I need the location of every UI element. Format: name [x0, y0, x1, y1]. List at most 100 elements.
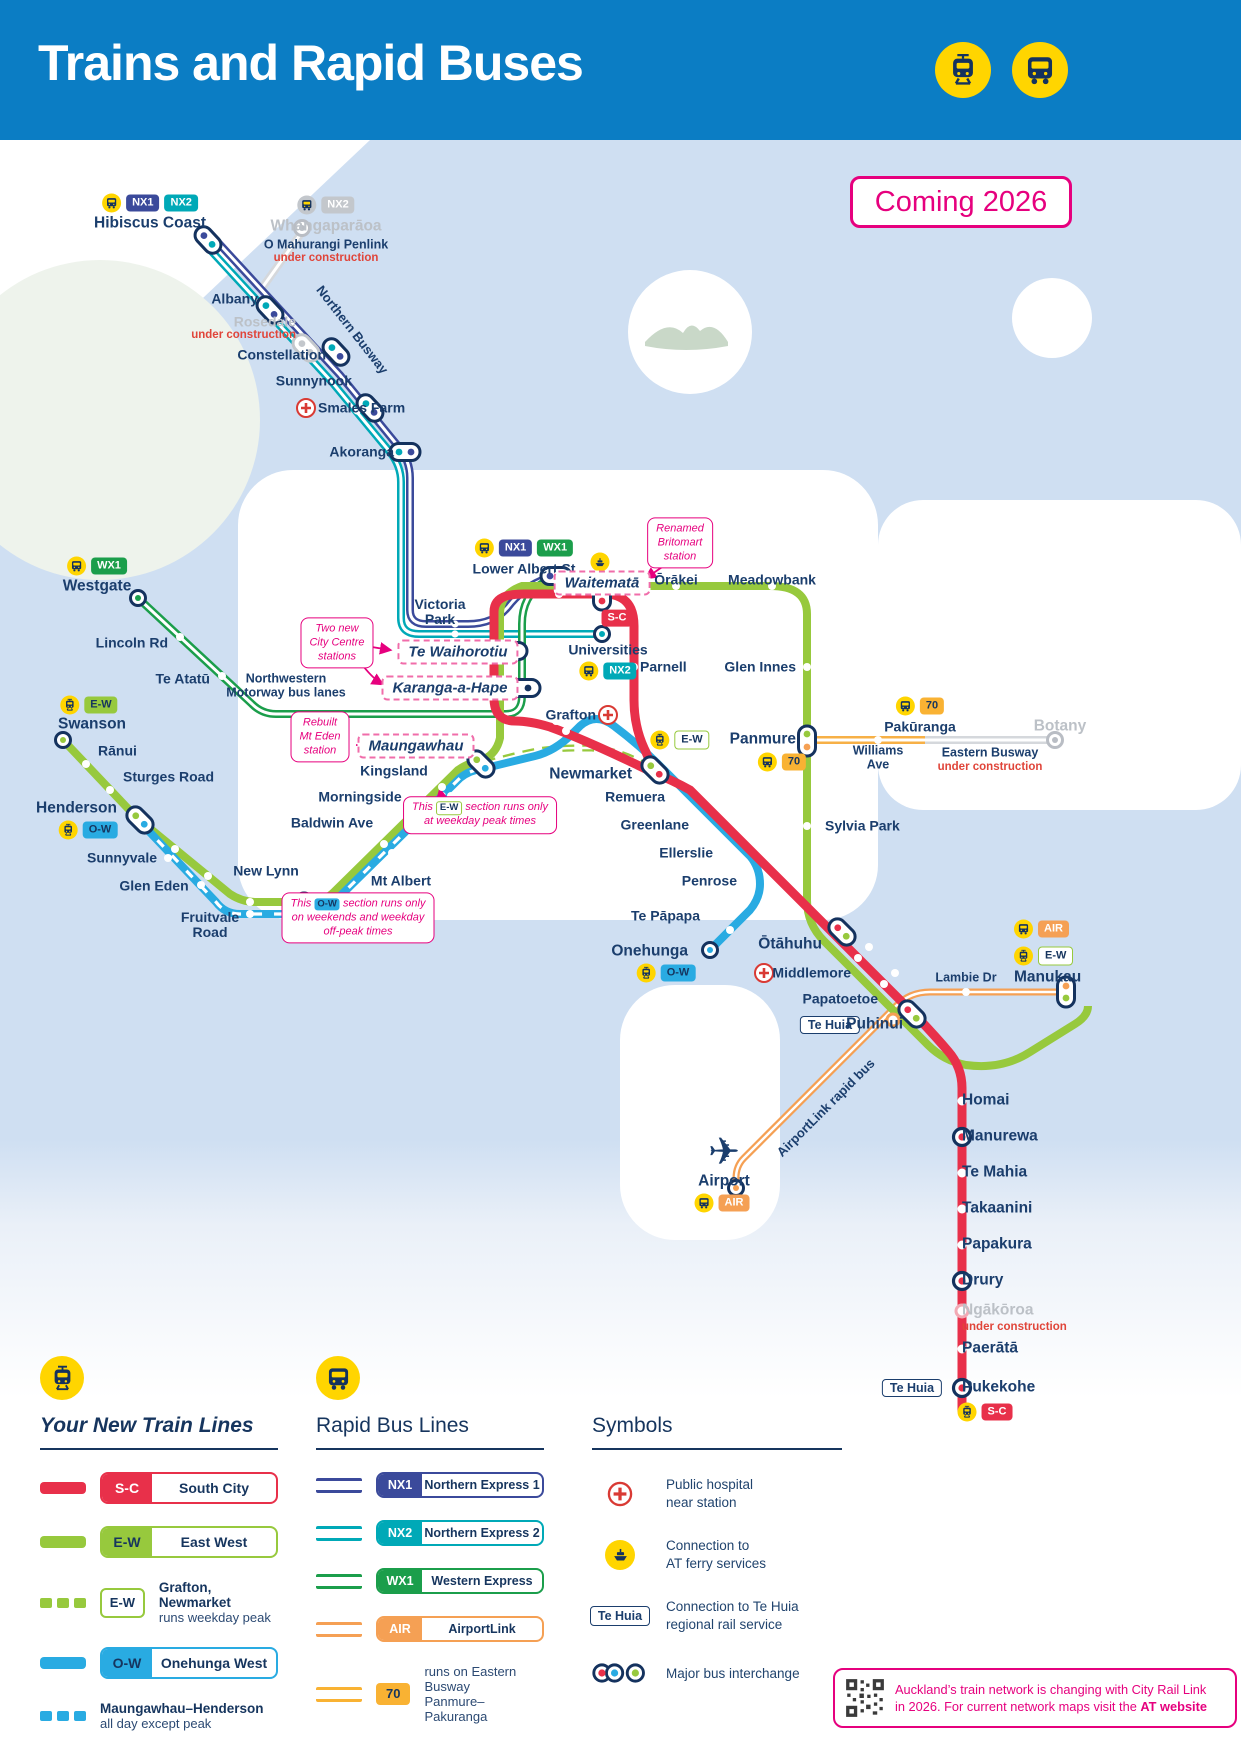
- station-universities: Universities: [568, 641, 648, 658]
- puhinui-te-huia: Te Huia: [799, 1016, 861, 1034]
- route-badge-nx1: NX1: [498, 539, 533, 557]
- rosedale-status: under construction: [191, 328, 296, 341]
- train-icon: [957, 1402, 977, 1422]
- station-greenlane: Greenlane: [620, 816, 689, 833]
- divider: [40, 1448, 278, 1450]
- bus-icon: [579, 661, 599, 681]
- sc-line-badge: S-C: [601, 609, 633, 627]
- station-glen-eden: Glen Eden: [119, 877, 189, 894]
- train-icon: [58, 820, 78, 840]
- footer-note: Auckland’s train network is changing wit…: [833, 1668, 1237, 1728]
- station-maungawhau: Maungawhau: [357, 733, 475, 759]
- station-manurewa: Manurewa: [962, 1127, 1038, 1145]
- route-badge-air: AIR: [718, 1194, 750, 1212]
- pukekohe-services: S-C: [957, 1402, 1013, 1422]
- station-mt-albert: Mt Albert: [370, 872, 432, 889]
- station-constellation: Constellation: [237, 346, 326, 363]
- at-website-link[interactable]: AT website: [1140, 1699, 1207, 1714]
- route-badge-s-c: S-C: [981, 1403, 1013, 1421]
- station-meadowbank: Meadowbank: [728, 571, 816, 588]
- line-sc-south: [650, 767, 967, 1412]
- route-badge-70: 70: [376, 1682, 411, 1706]
- station-papakura: Papakura: [962, 1235, 1032, 1253]
- line-swatch: [316, 1525, 362, 1541]
- te-huia-badge: Te Huia: [589, 1605, 651, 1626]
- penlink-status: under construction: [273, 251, 379, 264]
- station-te-waihorotiu: Te Waihorotiu: [397, 639, 519, 665]
- station-parnell: Parnell: [640, 658, 687, 675]
- airport-plane-icon: ✈: [708, 1131, 740, 1174]
- footer-line2: in 2026. For current network maps visit …: [895, 1699, 1141, 1714]
- route-badge-e-w: E-W: [84, 696, 118, 714]
- rangitoto-island: [645, 325, 728, 350]
- route-badge-e-w: E-W: [674, 730, 710, 750]
- line-swatch: [316, 1573, 362, 1589]
- divider: [592, 1448, 842, 1450]
- station-henderson: Henderson: [36, 799, 117, 817]
- station-drury: Drury: [962, 1271, 1004, 1289]
- station-middlemore: Middlemore: [772, 964, 851, 981]
- line-swatch: [40, 1657, 86, 1669]
- station-sturges-road: Sturges Road: [123, 768, 215, 785]
- manukau-train-services: E-W: [1014, 946, 1074, 966]
- route-badge-nx1: NX1: [126, 194, 160, 212]
- route-badge-70: 70: [781, 753, 807, 771]
- henderson-services: O-W: [58, 820, 118, 840]
- station-airport: Airport: [698, 1172, 750, 1190]
- ferry-icon: [590, 552, 610, 572]
- station-ranui: Rānui: [98, 742, 137, 759]
- route-badge-o-w: O-W: [660, 964, 696, 982]
- station-lincoln-rd: Lincoln Rd: [95, 634, 168, 651]
- tehuia-symbol: Te Huia: [589, 1605, 651, 1626]
- decor-east-blob2: [878, 500, 1241, 810]
- bus-legend-title: Rapid Bus Lines: [316, 1414, 469, 1437]
- train-icon: [636, 963, 656, 983]
- station-karanga-a-hape: Karanga-a-Hape: [381, 675, 519, 701]
- station-sunnyvale: Sunnyvale: [86, 849, 158, 866]
- station-albany: Albany: [211, 290, 258, 307]
- symbol-text: Major bus interchange: [666, 1665, 800, 1681]
- interchange-symbol: [592, 1659, 648, 1687]
- panmure-train-badge: E-W: [650, 730, 710, 750]
- station-te-atatu: Te Atatū: [155, 670, 210, 687]
- onehunga-services: O-W: [636, 963, 696, 983]
- station-otahuhu: Ōtāhuhu: [758, 935, 822, 953]
- route-box-e-w: E-W: [100, 1587, 145, 1618]
- ferry-symbol: [592, 1539, 648, 1570]
- line-swatch: [40, 1536, 86, 1548]
- qr-code: [845, 1678, 885, 1718]
- station-paerata: Paerātā: [962, 1339, 1019, 1357]
- bus-icon: [1012, 42, 1068, 98]
- northern-busway-label: Northern Busway: [313, 282, 392, 377]
- station-sylvia-park: Sylvia Park: [825, 817, 900, 834]
- manukau-air-services: AIR: [1014, 919, 1069, 939]
- route-badge-air: AIR: [1038, 920, 1069, 938]
- route-badge-wx1: WX1: [537, 539, 574, 557]
- bus-icon: [694, 1193, 714, 1213]
- whangaparaoa-services: NX2: [297, 195, 355, 215]
- eastern-busway-status: under construction: [937, 760, 1043, 773]
- route-badge-70: 70: [919, 697, 945, 715]
- station-smales-farm: Smales Farm: [318, 399, 406, 416]
- bus-icon: [757, 752, 777, 772]
- decor-circle-ne: [1012, 278, 1092, 358]
- station-new-lynn: New Lynn: [233, 862, 299, 879]
- route-badge-s-c: S-C: [601, 609, 633, 627]
